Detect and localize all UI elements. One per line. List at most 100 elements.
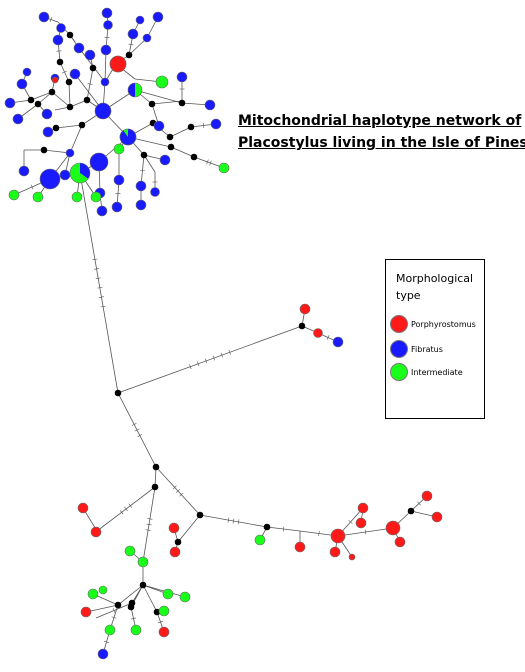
fibratus-haplotype	[18, 165, 30, 177]
mutation-tick	[209, 160, 212, 166]
intermediate-haplotype	[90, 191, 102, 203]
intermediate-haplotype	[130, 624, 142, 636]
fibratus-haplotype	[135, 180, 147, 192]
fibratus-haplotype	[41, 108, 53, 120]
intermediate-haplotype	[113, 143, 125, 155]
median-vector-node	[48, 88, 56, 96]
median-vector-node	[89, 64, 97, 72]
legend-label-intermediate: Intermediate	[411, 367, 463, 377]
mutation-tick	[202, 122, 205, 129]
median-vector-node	[65, 78, 73, 86]
legend-title-line-2: type	[396, 289, 421, 302]
mutation-tick	[232, 518, 235, 524]
mutation-tick	[197, 361, 200, 367]
mutation-tick	[137, 434, 143, 437]
network-edge	[68, 81, 71, 108]
mutation-tick	[228, 349, 231, 355]
mutation-tick	[49, 17, 53, 22]
fibratus-haplotype	[101, 7, 113, 19]
network-edge	[51, 91, 71, 108]
legend-item-porphyrostomus: Porphyrostomus	[390, 313, 476, 335]
porphyrostomus-haplotype	[90, 526, 102, 538]
porphyrostomus-haplotype	[77, 502, 89, 514]
mutation-tick	[128, 43, 134, 46]
fibratus-haplotype	[52, 34, 64, 46]
network-edge	[117, 584, 144, 606]
network-edge	[177, 514, 201, 543]
fibratus-haplotype	[84, 49, 96, 61]
mutation-tick	[92, 258, 98, 261]
mutation-tick	[158, 620, 163, 624]
intermediate-haplotype	[158, 605, 170, 617]
mutation-tick	[124, 506, 128, 512]
fibratus-haplotype	[153, 120, 165, 132]
fibratus-haplotype	[89, 152, 109, 172]
porphyrostomus-haplotype	[421, 490, 433, 502]
median-vector-node	[34, 100, 42, 108]
intermediate-haplotype	[124, 545, 136, 557]
mutation-tick	[220, 352, 223, 358]
fibratus-haplotype	[127, 28, 139, 40]
network-edge	[30, 91, 53, 101]
mutation-tick	[206, 159, 209, 165]
porphyrostomus-haplotype	[431, 511, 443, 523]
fibratus-haplotype	[59, 169, 71, 181]
fibratus-haplotype	[113, 174, 125, 186]
intermediate-haplotype	[155, 75, 169, 89]
median-vector-node	[52, 124, 60, 132]
haplotype-slice	[80, 163, 90, 179]
median-vector-node	[40, 146, 48, 154]
median-vector-node	[167, 143, 175, 151]
fibratus-haplotype	[94, 102, 112, 120]
haplotype-outline	[69, 162, 91, 184]
fibratus-haplotype	[176, 71, 188, 83]
median-vector-node	[66, 103, 74, 111]
porphyrostomus-haplotype	[168, 522, 180, 534]
intermediate-haplotype	[137, 556, 149, 568]
fibratus-haplotype	[135, 199, 147, 211]
legend-title: Morphological type	[396, 270, 473, 304]
mutation-tick	[318, 530, 320, 537]
network-edge	[143, 154, 156, 173]
mutation-tick	[147, 518, 153, 520]
fibratus-haplotype	[142, 33, 152, 43]
mutation-tick	[130, 617, 137, 620]
median-vector-node	[190, 153, 198, 161]
median-vector-node	[166, 133, 174, 141]
legend-swatch-porphyrostomus	[390, 315, 408, 333]
fibratus-haplotype	[210, 118, 222, 130]
legend-swatch-intermediate	[390, 363, 408, 381]
intermediate-haplotype	[87, 588, 99, 600]
mutation-tick	[104, 641, 109, 643]
fibratus-haplotype	[96, 205, 108, 217]
mutation-tick	[131, 423, 137, 426]
haplotype-slice	[135, 83, 142, 97]
porphyrostomus-haplotype	[294, 541, 306, 553]
median-vector-node	[56, 58, 64, 66]
fibratus-haplotype	[56, 23, 66, 33]
fibratus-haplotype	[103, 20, 113, 30]
mutation-tick	[212, 355, 216, 361]
mutation-tick	[237, 519, 240, 525]
haplotype-slice	[128, 83, 135, 97]
fibratus-haplotype	[159, 154, 171, 166]
network-edge	[55, 124, 83, 129]
mutation-tick	[146, 523, 152, 526]
porphyrostomus-haplotype	[299, 303, 311, 315]
mutation-tick	[98, 296, 104, 298]
mutation-tick	[282, 526, 285, 532]
porphyrostomus-haplotype	[348, 553, 356, 561]
fibratus-haplotype	[4, 97, 16, 109]
intermediate-haplotype	[98, 585, 108, 595]
porphyrostomus-haplotype	[355, 517, 367, 529]
network-edge	[169, 126, 192, 138]
median-vector-node	[139, 581, 147, 589]
median-vector-node	[114, 389, 122, 397]
median-vector-node	[148, 100, 156, 108]
network-edge	[104, 49, 107, 83]
mutation-tick	[227, 517, 230, 523]
intermediate-haplotype	[218, 162, 230, 174]
median-vector-node	[187, 123, 195, 131]
legend-item-intermediate: Intermediate	[390, 361, 463, 383]
legend-box: Morphological type Porphyrostomus Fibrat…	[385, 259, 485, 419]
